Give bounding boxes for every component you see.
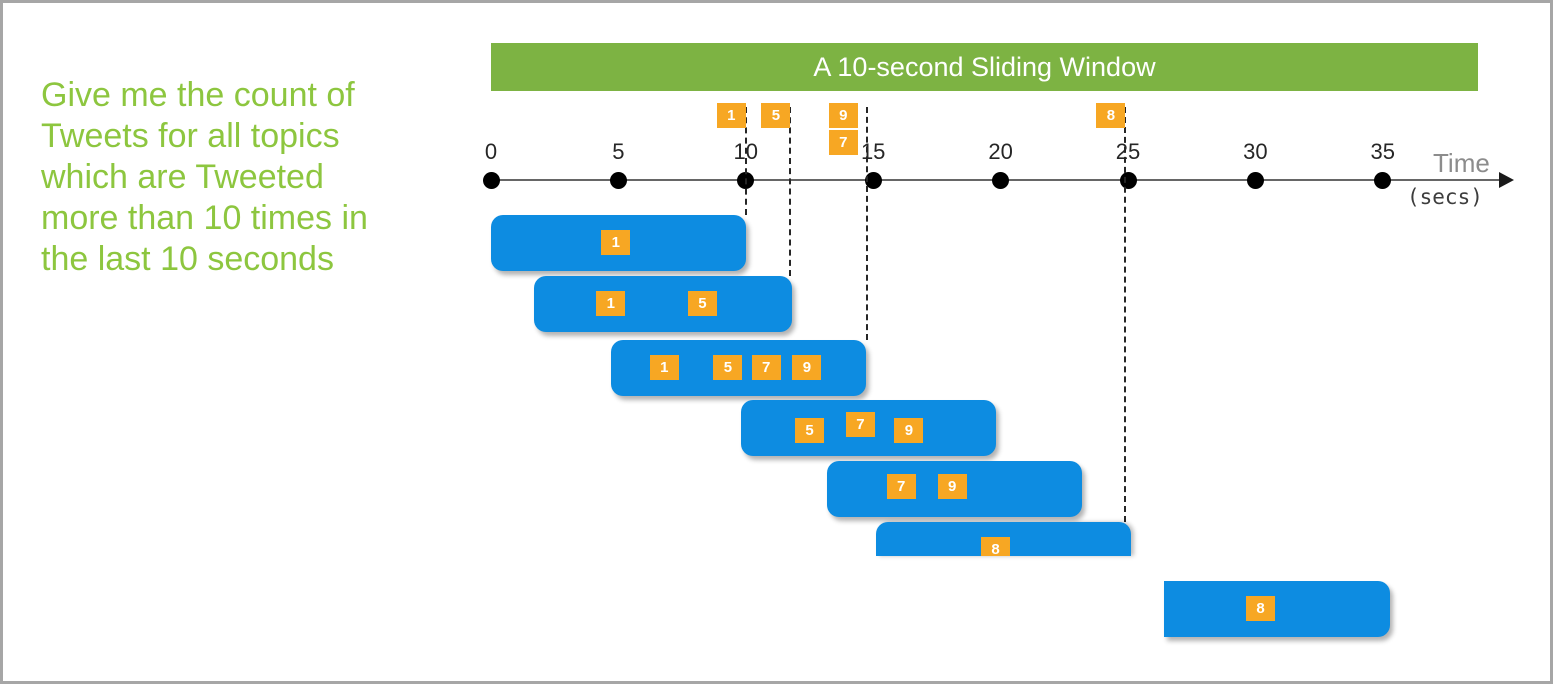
axis-tick-dot [864,171,882,189]
event-drop-line [789,107,792,276]
sliding-window-banner: A 10-second Sliding Window [491,43,1478,91]
axis-event-marker: 7 [828,130,858,155]
axis-tick-label: 30 [1243,139,1268,164]
axis-event-marker: 9 [828,103,858,128]
query-line: Give me the count of [41,76,355,114]
query-line: Tweets for all topics [41,117,340,155]
axis-event-marker: 5 [761,103,791,128]
window-bar: 8 [875,522,1131,556]
query-line: the last 10 seconds [41,240,334,278]
axis-tick-label: 35 [1370,139,1396,164]
window-bar: 1 [491,215,746,271]
time-axis-label: Time [1433,148,1490,178]
axis-tick-label: 5 [612,139,625,164]
window-event-marker: 1 [649,355,679,380]
window-event-marker: 5 [794,418,824,443]
window-event-marker: 5 [687,291,717,316]
axis-tick-dot [1119,171,1137,189]
axis-tick-label: 15 [860,139,886,164]
axis-tick-label: 0 [484,139,498,164]
axis-event-marker: 8 [1096,103,1126,128]
axis-arrowhead [1499,172,1514,188]
window-event-marker: 7 [751,355,781,380]
window-event-marker: 8 [980,537,1010,556]
window-bar: 8 [1163,581,1391,637]
axis-tick-dot [1374,171,1392,189]
event-drop-line [1124,107,1127,522]
query-text: Give me the count of Tweets for all topi… [41,75,368,280]
axis-tick-dot [609,171,627,189]
event-drop-line [865,107,868,340]
window-event-marker: 9 [937,474,967,499]
axis-event-marker: 1 [716,103,746,128]
window-event-marker: 8 [1245,596,1275,621]
window-event-marker: 7 [845,412,875,437]
window-event-marker: 7 [886,474,916,499]
event-drop-line [744,107,747,215]
time-axis-unit: (secs) [1407,185,1483,209]
window-event-marker: 9 [792,355,822,380]
axis-tick-dot [992,171,1010,189]
axis-tick-label: 25 [1115,139,1141,164]
query-line: more than 10 times in [41,199,368,237]
window-event-marker: 5 [713,355,743,380]
axis-tick-dot [482,171,500,189]
query-line: which are Tweeted [41,158,324,196]
axis-tick-label: 20 [988,139,1013,164]
window-event-marker: 9 [894,418,924,443]
axis-tick-dot [1246,171,1264,189]
window-event-marker: 1 [601,230,631,255]
banner-label: A 10-second Sliding Window [813,51,1156,82]
window-event-marker: 1 [596,291,626,316]
